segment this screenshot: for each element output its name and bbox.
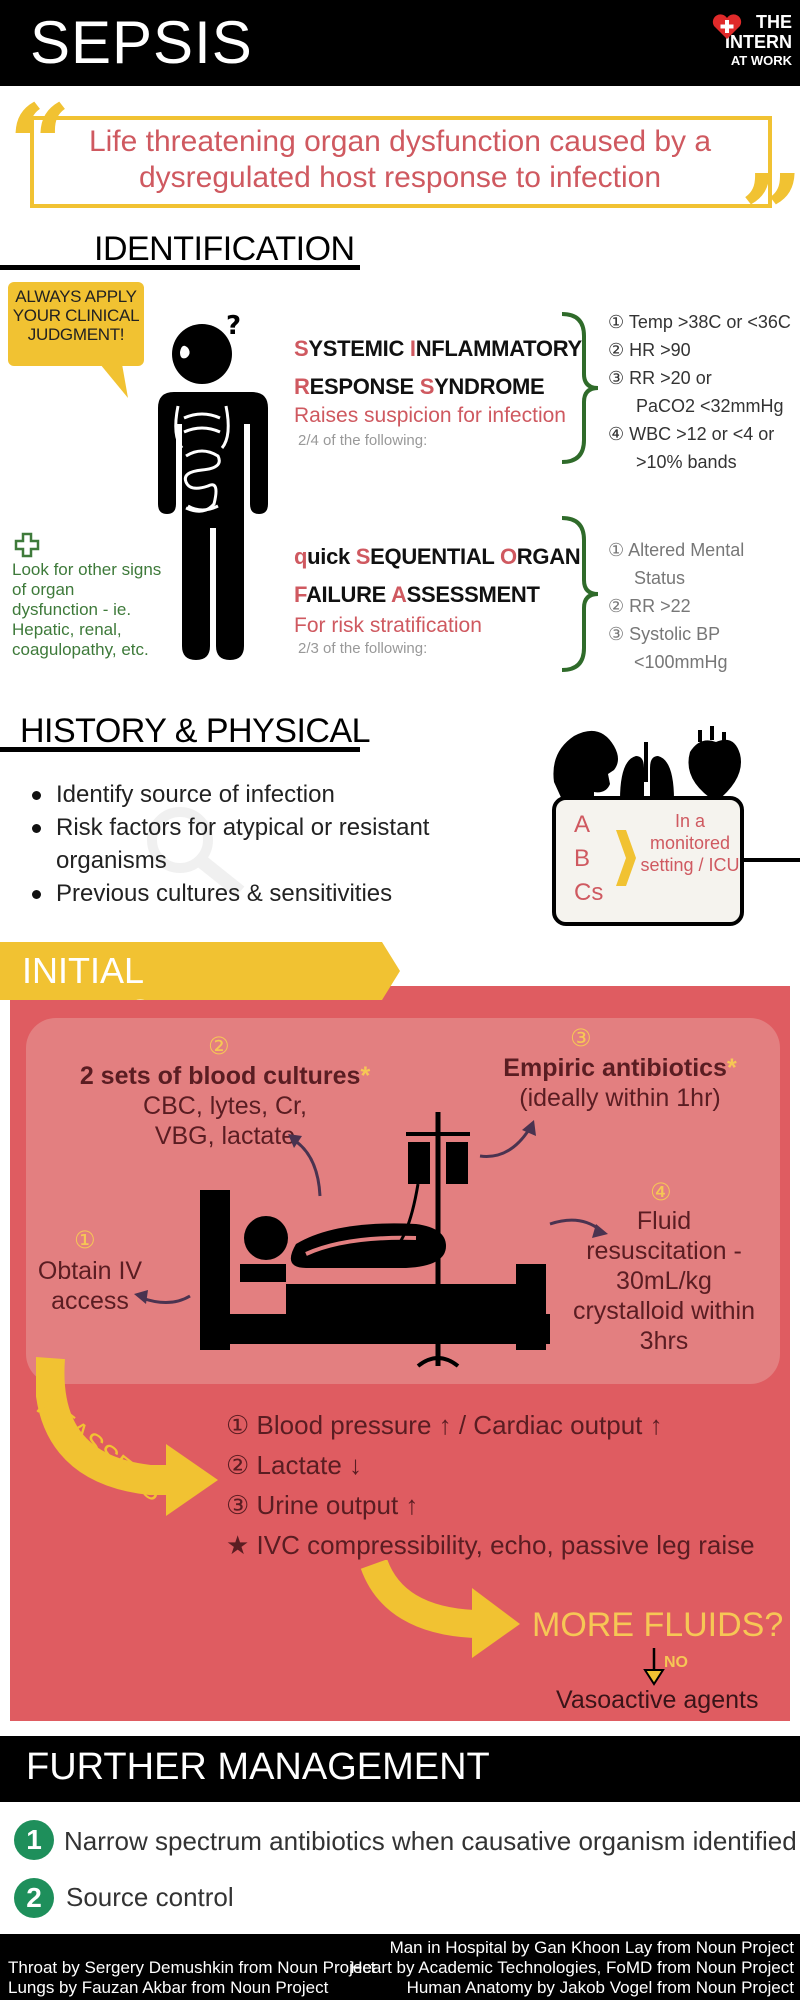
list-item: ② Lactate ↓ [226, 1450, 363, 1480]
qsofa-brace [561, 516, 599, 672]
arrow-to-antibiotics [479, 1120, 536, 1158]
qsofa-title: quick SEQUENTIAL ORGAN FAILURE ASSESSMEN… [294, 544, 581, 607]
close-quote-icon: ” [740, 150, 800, 279]
image-credits: Throat by Sergery Demushkin from Noun Pr… [0, 1934, 800, 2000]
clinical-judgment-callout: ALWAYS APPLY YOUR CLINICAL JUDGMENT! [8, 282, 144, 366]
sirs-title: SYSTEMIC INFLAMMATORY RESPONSE SYNDROME [294, 336, 582, 399]
credits-left: Throat by Sergery Demushkin from Noun Pr… [8, 1958, 376, 1997]
arrow-to-cultures [288, 1134, 322, 1197]
identification-rule [0, 265, 360, 270]
step1-iv-access: Obtain IV access [37, 1257, 143, 1315]
credits-right: Man in Hospital by Gan Khoon Lay from No… [350, 1938, 794, 1997]
qsofa-note: 2/3 of the following: [298, 640, 428, 657]
page-title: SEPSIS [30, 9, 253, 76]
list-item: Risk factors for atypical or resistant o… [28, 811, 448, 877]
svg-text:?: ? [226, 311, 241, 341]
sirs-note: 2/4 of the following: [298, 432, 428, 449]
brand-logo: THE INTERN AT WORK [712, 12, 792, 76]
vasoactive-agents: Vasoactive agents [556, 1686, 759, 1714]
abc-note: In a monitored setting / ICU [640, 811, 740, 875]
list-item: ③ Urine output ↑ [226, 1490, 419, 1520]
step4-number: ④ [650, 1179, 672, 1206]
header-bar: SEPSIS THE INTERN AT WORK [0, 0, 800, 86]
arrow-to-iv-access [134, 1290, 191, 1304]
magnifier-icon [147, 807, 245, 898]
logo-text-line2: INTERN [725, 32, 792, 52]
further-management-banner: FURTHER MANAGEMENT [0, 1736, 800, 1802]
further-item-1: Narrow spectrum antibiotics when causati… [64, 1826, 797, 1856]
sirs-subtitle: Raises suspicion for infection [294, 404, 566, 427]
history-heading: HISTORY & PHYSICAL [20, 712, 371, 750]
step2-blood-cultures: 2 sets of blood cultures* CBC, lytes, Cr… [79, 1062, 371, 1150]
reassess-list: ① Blood pressure ↑ / Cardiac output ↑ ② … [226, 1405, 786, 1565]
further-management-heading: FURTHER MANAGEMENT [26, 1746, 490, 1788]
initial-management-heading: INITIAL MANAGEMENT [22, 950, 280, 1000]
step2-number: ② [208, 1033, 230, 1060]
abc-monitoring-box [552, 796, 744, 926]
sirs-criteria-list: ① Temp >38C or <36C ② HR >90 ③ RR >20 or… [608, 312, 791, 472]
plus-icon [14, 532, 40, 558]
other-signs-note: Look for other signs of organ dysfunctio… [12, 560, 162, 659]
sepsis-definition: Life threatening organ dysfunction cause… [88, 125, 712, 194]
further-number-1: 1 [14, 1820, 54, 1860]
more-fluids-arrow [360, 1560, 520, 1658]
more-fluids-question: MORE FLUIDS? [532, 1606, 784, 1644]
further-number-2: 2 [14, 1878, 54, 1918]
qsofa-subtitle: For risk stratification [294, 614, 482, 637]
initial-management-banner: INITIAL MANAGEMENT [0, 942, 400, 1000]
callout-pointer [100, 364, 128, 398]
human-anatomy-icon: ? [152, 311, 268, 660]
chevron-right-icon [616, 830, 636, 886]
down-arrow-icon [643, 1648, 665, 1686]
open-quote-icon: “ [8, 80, 72, 209]
list-item: Identify source of infection [28, 778, 448, 811]
step1-number: ① [74, 1227, 96, 1254]
logo-text-line3: AT WORK [730, 53, 792, 68]
reassess-arrow [36, 1356, 218, 1516]
list-item: ① Blood pressure ↑ / Cardiac output ↑ [226, 1410, 663, 1440]
history-rule [0, 747, 360, 752]
further-item-2: Source control [66, 1882, 234, 1912]
heart-cross-icon [712, 14, 742, 39]
arrow-to-fluids [549, 1218, 608, 1238]
history-bullet-list: Identify source of infection Risk factor… [28, 778, 448, 910]
definition-box [30, 116, 772, 208]
abc-connector-line [742, 858, 800, 862]
list-item: Previous cultures & sensitivities [28, 877, 448, 910]
sirs-brace [561, 312, 599, 464]
identification-heading: IDENTIFICATION [94, 230, 355, 268]
step4-fluid-resuscitation: Fluid resuscitation - 30mL/kg crystalloi… [572, 1207, 755, 1355]
abc-letters: A B Cs [574, 811, 604, 906]
list-item: ★ IVC compressibility, echo, passive leg… [226, 1530, 755, 1560]
step3-number: ③ [570, 1025, 592, 1052]
qsofa-criteria-list: ① Altered Mental Status ② RR >22 ③ Systo… [608, 540, 745, 672]
step3-antibiotics: Empiric antibiotics* (ideally within 1hr… [503, 1054, 737, 1112]
throat-lungs-heart-icon [553, 726, 741, 802]
logo-text-line1: THE [756, 12, 792, 32]
man-in-hospital-icon [200, 1112, 550, 1368]
no-label: NO [664, 1654, 688, 1671]
